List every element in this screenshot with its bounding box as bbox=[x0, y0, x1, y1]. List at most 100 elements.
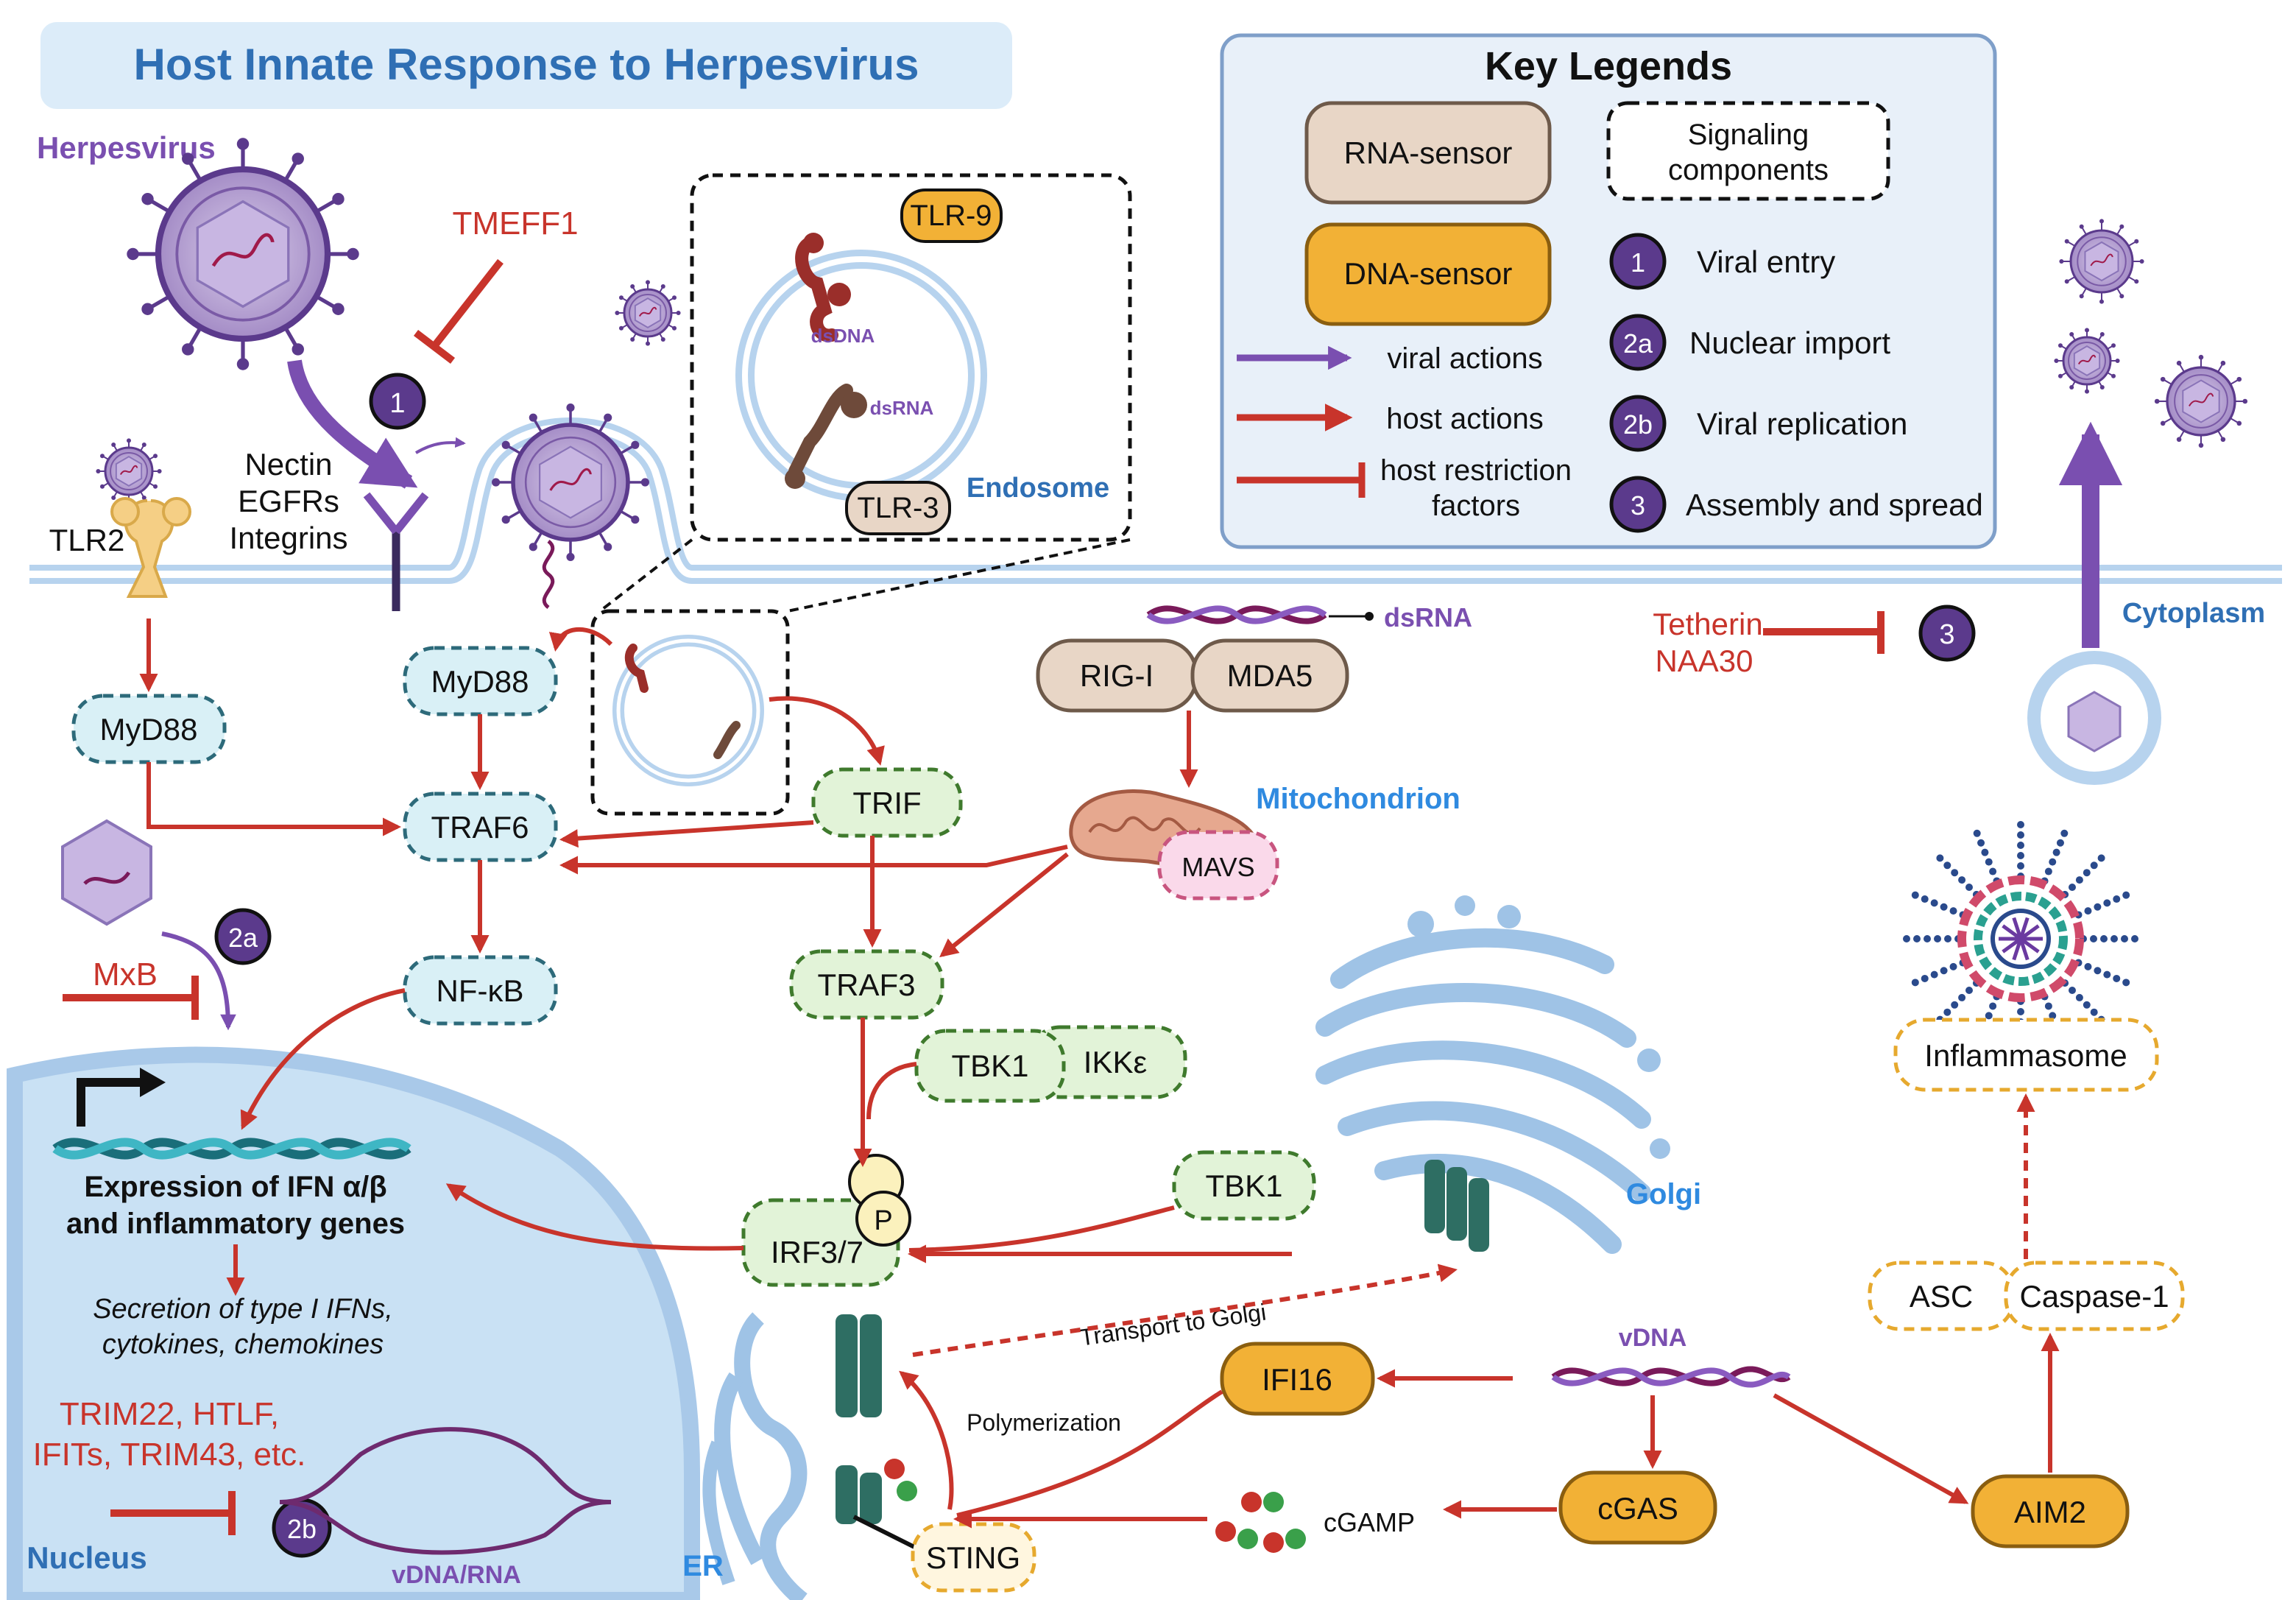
capsid-in-vesicle-icon bbox=[2067, 691, 2122, 753]
er-label: ER bbox=[682, 1550, 724, 1582]
nfkb-node bbox=[403, 955, 558, 1026]
tmeff1-inhibition-bar bbox=[413, 330, 456, 364]
nucleus-label: Nucleus bbox=[27, 1540, 146, 1575]
inflammasome-label: Inflammasome bbox=[1924, 1038, 2127, 1073]
legend-dna-sensor-swatch bbox=[1304, 222, 1552, 326]
mxb-label: MxB bbox=[93, 956, 158, 993]
trim-line1: TRIM22, HTLF, bbox=[60, 1396, 279, 1432]
capsid-dna-icon bbox=[83, 871, 131, 885]
cytoplasm-label: Cytoplasm bbox=[2122, 598, 2265, 629]
legend-step-3-label: Assembly and spread bbox=[1686, 487, 1983, 522]
fusion-arrow bbox=[414, 437, 466, 454]
trif-label: TRIF bbox=[852, 786, 921, 820]
phosphate-label: P bbox=[874, 1205, 892, 1236]
legend-signaling-swatch bbox=[1606, 101, 1890, 201]
title-banner bbox=[40, 22, 1012, 109]
host-arrows bbox=[139, 618, 2060, 1529]
naa30-label: NAA30 bbox=[1655, 644, 1753, 678]
caspase1-node bbox=[2004, 1261, 2185, 1331]
viral-entry-arrow bbox=[287, 359, 418, 489]
tlr9-label: TLR-9 bbox=[910, 200, 992, 232]
step-2a-badge: 2a bbox=[214, 908, 272, 965]
mitochondrion-label: Mitochondrion bbox=[1256, 783, 1460, 815]
legend-signaling-line1: Signaling bbox=[1688, 119, 1809, 151]
legend-viral-actions: viral actions bbox=[1387, 342, 1542, 375]
tlr2-label: TLR2 bbox=[49, 523, 125, 557]
trif-node bbox=[811, 767, 963, 838]
receptor-icon bbox=[363, 492, 429, 611]
legend-step-2b-label: Viral replication bbox=[1697, 406, 1907, 441]
small-virion-icon bbox=[615, 280, 681, 346]
traf3-label: TRAF3 bbox=[817, 968, 915, 1002]
released-virion-icon bbox=[2054, 328, 2120, 394]
vdna-helix-strand bbox=[1551, 1367, 1791, 1388]
sting-label: STING bbox=[926, 1540, 1020, 1575]
cgas-node bbox=[1558, 1470, 1717, 1545]
legend-dna-sensor-label: DNA-sensor bbox=[1344, 256, 1513, 291]
entering-virion-icon bbox=[492, 403, 649, 561]
svg-text:1: 1 bbox=[389, 388, 405, 419]
legend-step-1: 1 Viral entry bbox=[1609, 233, 1835, 290]
secretion-line1: Secretion of type I IFNs, bbox=[93, 1294, 393, 1325]
svg-text:2a: 2a bbox=[1623, 328, 1653, 359]
tbk1-b-node bbox=[1172, 1150, 1316, 1221]
legend-host-actions: host actions bbox=[1386, 403, 1543, 435]
tlr3-label: TLR-3 bbox=[857, 492, 939, 524]
sting-oligomer-icon bbox=[836, 1314, 929, 1556]
legend-step-3: 3 Assembly and spread bbox=[1609, 476, 1983, 533]
svg-text:3: 3 bbox=[1631, 490, 1645, 521]
tmeff1-label: TMEFF1 bbox=[452, 205, 578, 242]
dsrna-endosome-label: dsRNA bbox=[870, 397, 934, 419]
host-dna-helix-strand bbox=[52, 1138, 411, 1160]
legend-heading: Key Legends bbox=[1485, 44, 1732, 88]
step-1-badge: 1 bbox=[369, 373, 426, 430]
endosome-label: Endosome bbox=[967, 473, 1109, 504]
irf37-label: IRF3/7 bbox=[771, 1235, 863, 1269]
tlr3-receptor-icon bbox=[785, 384, 867, 489]
dsrna-helix-strand bbox=[1146, 605, 1327, 624]
cgamp-molecules-icon bbox=[1215, 1492, 1306, 1553]
receptor-nectin: Nectin bbox=[244, 447, 332, 482]
svg-text:2b: 2b bbox=[287, 1514, 317, 1544]
myd88-mid-label: MyD88 bbox=[431, 664, 529, 699]
inflammasome-node bbox=[1893, 1018, 2159, 1092]
mavs-label: MAVS bbox=[1181, 852, 1254, 882]
mda5-label: MDA5 bbox=[1227, 658, 1313, 693]
tetherin-label: Tetherin bbox=[1653, 607, 1762, 641]
tbk1-a-label: TBK1 bbox=[951, 1049, 1028, 1083]
legend-step-1-label: Viral entry bbox=[1697, 244, 1835, 279]
expression-line2: and inflammatory genes bbox=[66, 1208, 405, 1240]
inflammasome-structure-icon bbox=[1903, 821, 2138, 1057]
tlr3-tag bbox=[845, 481, 951, 535]
svg-text:3: 3 bbox=[1939, 619, 1954, 650]
asc-label: ASC bbox=[1910, 1279, 1973, 1314]
cgas-label: cGAS bbox=[1597, 1491, 1678, 1526]
legend-step-2a: 2a Nuclear import bbox=[1609, 314, 1890, 371]
dsdna-label: dsDNA bbox=[811, 325, 875, 347]
tlr9-tag bbox=[900, 188, 1003, 243]
transcription-start-arrow bbox=[77, 1078, 147, 1127]
polymerization-label: Polymerization bbox=[967, 1409, 1121, 1436]
golgi-apparatus-icon bbox=[1315, 895, 1670, 1254]
step-3-badge: 3 bbox=[1918, 605, 1976, 662]
small-virion-tlr2-icon bbox=[96, 438, 162, 504]
svg-text:1: 1 bbox=[1631, 247, 1645, 278]
tmeff1-inhibition-line bbox=[431, 258, 504, 349]
replication-bubble-icon bbox=[279, 1427, 612, 1555]
small-tlr9-icon bbox=[624, 644, 649, 693]
tlr9-receptor-icon bbox=[795, 233, 851, 342]
nfkb-label: NF-κB bbox=[437, 973, 524, 1008]
page-title: Host Innate Response to Herpesvirus bbox=[134, 40, 919, 89]
legend-rna-sensor-swatch bbox=[1304, 101, 1552, 205]
viral-dna-strand bbox=[542, 540, 555, 609]
asc-node bbox=[1868, 1261, 2016, 1331]
aim2-node bbox=[1971, 1474, 2130, 1548]
capsid-icon bbox=[61, 819, 152, 926]
ifi16-node bbox=[1220, 1342, 1375, 1416]
vdna-rna-label: vDNA/RNA bbox=[392, 1561, 521, 1589]
legend-signaling-line2: components bbox=[1668, 154, 1829, 186]
released-virion-icon bbox=[2059, 219, 2144, 304]
legend-step-2a-label: Nuclear import bbox=[1689, 325, 1890, 360]
trim-line2: IFITs, TRIM43, etc. bbox=[33, 1437, 306, 1473]
